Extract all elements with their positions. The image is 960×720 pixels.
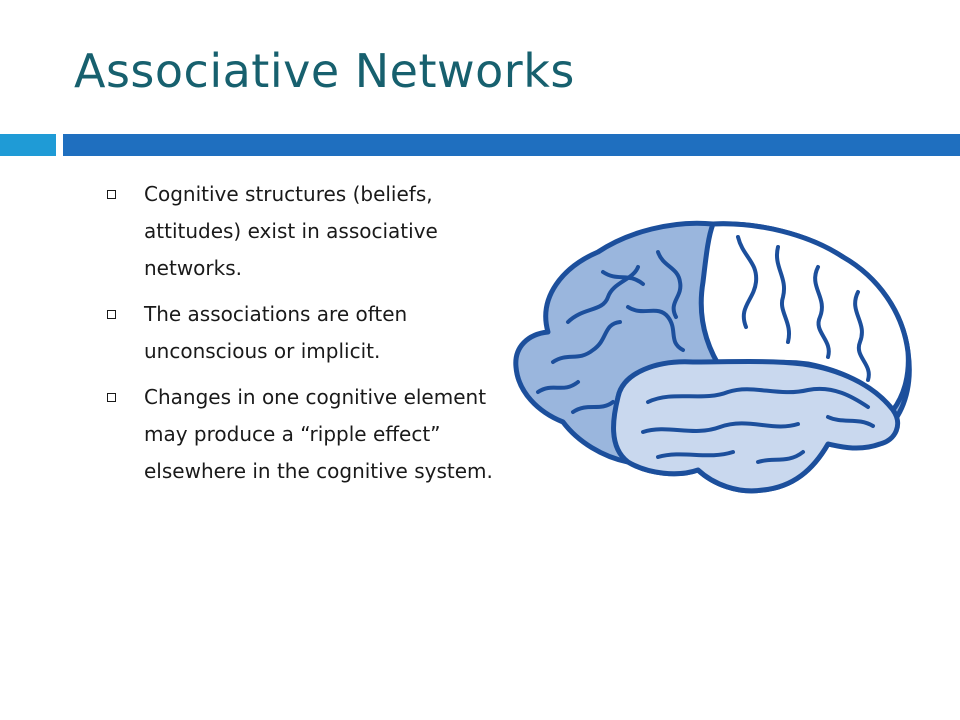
bullet-text: The associations are often unconscious o… <box>144 302 408 363</box>
bullet-item: Changes in one cognitive element may pro… <box>106 379 506 490</box>
brain-icon <box>513 220 912 494</box>
bullet-item: The associations are often unconscious o… <box>106 296 506 370</box>
square-bullet-icon <box>107 393 116 402</box>
slide-title: Associative Networks <box>74 44 575 98</box>
brain-folds <box>536 235 875 464</box>
bullet-item: Cognitive structures (beliefs, attitudes… <box>106 176 506 287</box>
header-accent-bar-right <box>63 134 960 156</box>
bullet-list: Cognitive structures (beliefs, attitudes… <box>106 176 506 499</box>
square-bullet-icon <box>107 310 116 319</box>
header-accent-bar-left <box>0 134 56 156</box>
bullet-text: Changes in one cognitive element may pro… <box>144 385 493 483</box>
bullet-text: Cognitive structures (beliefs, attitudes… <box>144 182 438 280</box>
square-bullet-icon <box>107 190 116 199</box>
